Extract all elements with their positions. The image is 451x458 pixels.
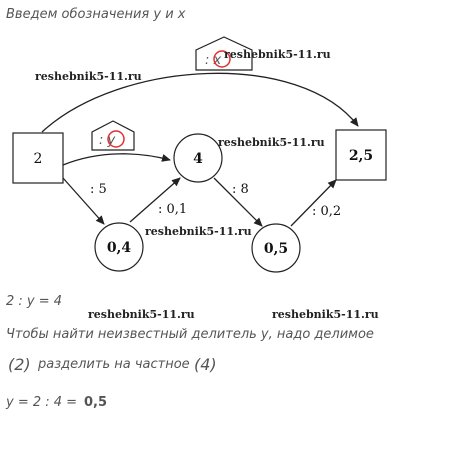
start-box-label: 2 xyxy=(34,151,43,167)
top-circle-node: 4 xyxy=(173,133,223,183)
edge-label-div01: : 0,1 xyxy=(158,202,187,217)
watermark-2: reshebnik5-11.ru xyxy=(224,48,331,61)
rule-dividend: (2) xyxy=(8,355,31,374)
arrow-left-to-top xyxy=(129,177,181,223)
edge-label-div5: : 5 xyxy=(90,182,107,197)
left-circle-label: 0,4 xyxy=(107,240,132,256)
watermark-6: reshebnik5-11.ru xyxy=(272,308,379,321)
top-circle-label: 4 xyxy=(193,151,203,167)
answer-prefix: у = 2 : 4 = xyxy=(5,395,77,410)
heading-text: Введем обозначения у и х xyxy=(6,7,186,22)
arrow-start-to-left xyxy=(62,177,105,225)
arc-start-to-top xyxy=(62,153,171,166)
right-circle-label: 0,5 xyxy=(264,241,288,257)
rule-line-2: разделить на частное xyxy=(37,357,190,372)
y-highlight-circle xyxy=(107,130,125,148)
arc-start-to-end xyxy=(41,72,359,133)
x-unknown-tag: : х xyxy=(195,36,253,71)
rule-quotient: (4) xyxy=(194,355,217,374)
edge-label-div02: : 0,2 xyxy=(312,204,341,219)
watermark-1: reshebnik5-11.ru xyxy=(35,70,142,83)
y-tag-label: : у xyxy=(99,133,116,148)
rule-line-1: Чтобы найти неизвестный делитель у, надо… xyxy=(6,327,374,342)
equation-text: 2 : у = 4 xyxy=(6,294,62,309)
answer-value: 0,5 xyxy=(84,395,107,410)
edge-label-div8: : 8 xyxy=(232,182,249,197)
left-circle-node: 0,4 xyxy=(94,222,144,272)
y-unknown-tag: : у xyxy=(91,120,135,151)
arrow-right-to-end xyxy=(290,179,337,227)
watermark-4: reshebnik5-11.ru xyxy=(145,225,252,238)
x-tag-label: : х xyxy=(205,53,222,68)
x-highlight-circle xyxy=(213,50,231,68)
end-box: 2,5 xyxy=(335,129,387,181)
start-box: 2 xyxy=(12,132,64,184)
arrow-top-to-right xyxy=(213,177,263,227)
watermark-5: reshebnik5-11.ru xyxy=(88,308,195,321)
watermark-3: reshebnik5-11.ru xyxy=(218,136,325,149)
right-circle-node: 0,5 xyxy=(251,223,301,273)
end-box-label: 2,5 xyxy=(349,148,373,164)
